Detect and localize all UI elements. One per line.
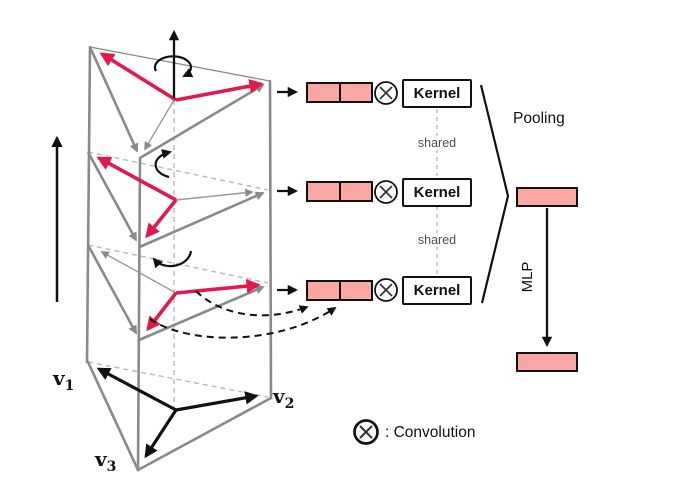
vertex-label-v1: v1: [53, 366, 75, 394]
feature-cell: [338, 183, 371, 200]
red-vertex-arrow-icons: [96, 52, 264, 332]
convolution-icon: [374, 81, 398, 105]
feature-cell: [338, 282, 371, 299]
convolution-icon: [374, 180, 398, 204]
feature-vector-row1: [306, 82, 373, 103]
feature-vector-row2: [306, 181, 373, 202]
feature-vector-row3: [306, 280, 373, 301]
vertex-label-sub: 2: [284, 396, 295, 412]
vertex-label-base: v: [95, 447, 107, 471]
vertex-label-base: v: [273, 384, 285, 408]
vertex-label-v3: v3: [95, 447, 117, 475]
vertex-label-base: v: [53, 366, 65, 390]
kernel-box-row1: Kernel: [402, 79, 472, 108]
vertex-label-sub: 1: [64, 378, 75, 394]
legend-convolution-icon: [353, 419, 379, 445]
shared-label: shared: [405, 136, 469, 150]
pooling-bracket: [479, 84, 510, 304]
convolution-icon: [374, 278, 398, 302]
legend-label: : Convolution: [385, 424, 476, 441]
vertex-label-v2: v2: [273, 384, 295, 412]
neighbor-gather-arrow-icons: [149, 290, 337, 339]
rotation-arrow-mid-icon: [154, 149, 172, 179]
gray-vertex-arrow-icons: [100, 99, 254, 294]
kernel-box-row2: Kernel: [402, 178, 472, 207]
pooled-feature-rect: [516, 187, 578, 207]
base-vector-arrow-icons: [96, 367, 259, 459]
pooling-label: Pooling: [513, 110, 565, 127]
vertex-label-sub: 3: [106, 459, 117, 475]
kernel-box-row3: Kernel: [402, 276, 472, 305]
output-feature-rect: [516, 352, 578, 372]
prism-hidden-edges: [87, 100, 269, 408]
feature-cell: [308, 282, 339, 299]
rotation-arrow-top-icon: [153, 55, 194, 78]
shared-label: shared: [405, 233, 469, 247]
feature-cell: [308, 183, 339, 200]
feature-cell: [338, 84, 371, 101]
rotation-arrow-low-icon: [152, 250, 193, 269]
feature-cell: [308, 84, 339, 101]
row-input-arrow-icons: [277, 86, 299, 296]
mlp-label: MLP: [518, 261, 536, 293]
